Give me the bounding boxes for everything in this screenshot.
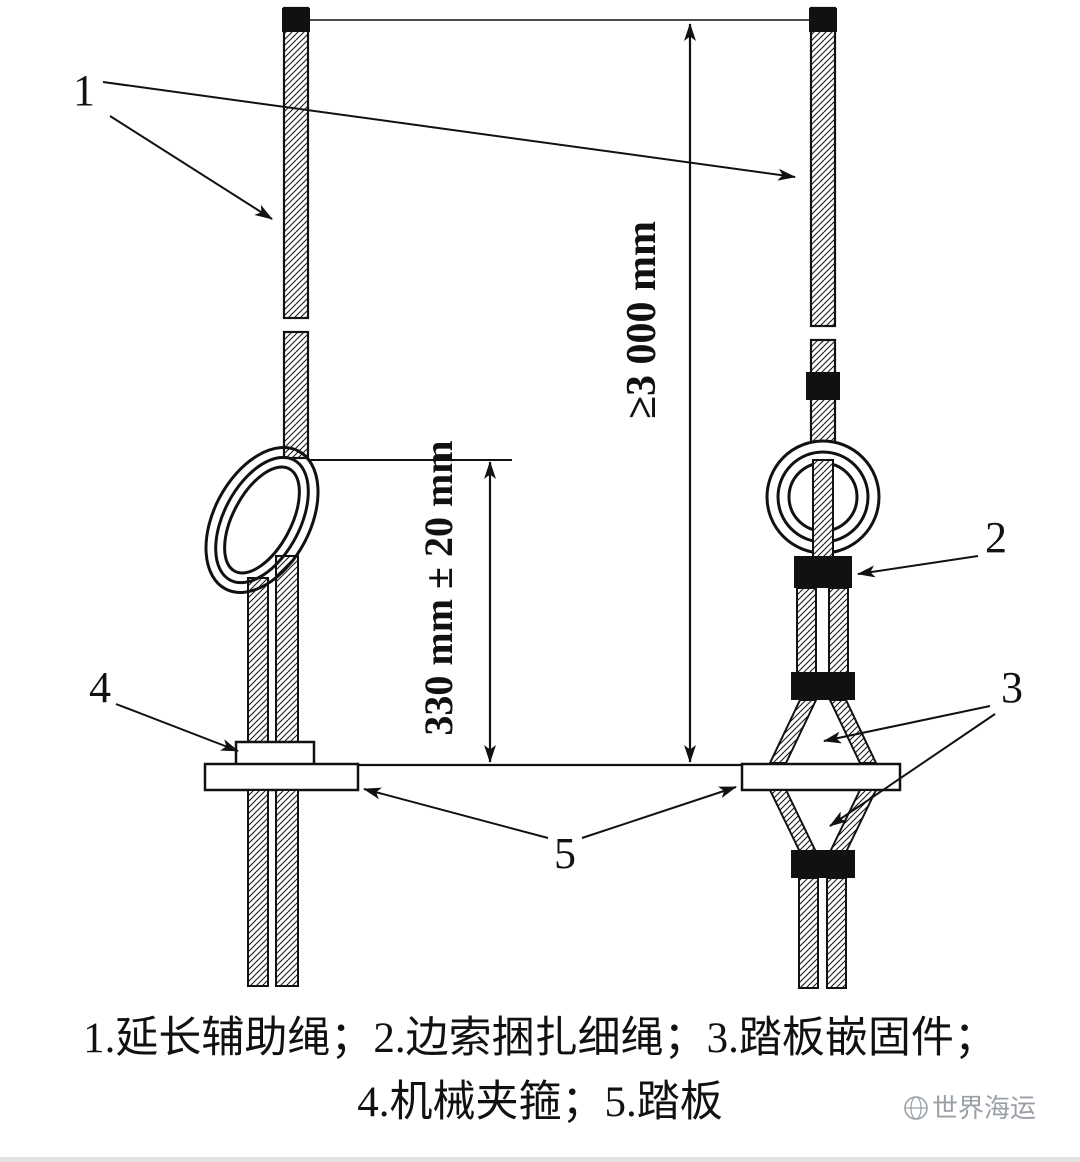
step-wedge-upper [768,699,878,764]
dimension-step-spacing: 330 mm ± 20 mm [310,440,512,763]
mechanical-clamp [234,740,316,767]
leader-1-right [102,81,796,181]
leader-5-right [581,786,737,839]
side-rope-seizing-band [794,556,852,588]
caption-line-2: 4.机械夹箍；5.踏板 [357,1079,723,1126]
right-rope-eye-loop [765,439,881,559]
leader-lines [102,81,996,839]
step-board-left [203,762,360,792]
watermark: 世界海运 [904,1093,1036,1123]
right-rope-top-cap [809,8,837,32]
caption-line-1: 1.延长辅助绳；2.边索捆扎细绳；3.踏板嵌固件； [83,1015,997,1062]
right-rope-seizing-lower [791,850,855,878]
left-rope-top-cap [282,8,310,32]
left-rope-middle-segment [282,330,310,460]
bottom-divider [0,1157,1080,1162]
callout-4: 4 [89,663,111,712]
leader-3-lower [829,713,996,827]
globe-icon [904,1096,928,1120]
left-rope-strand-b [275,555,299,765]
leader-1-left [109,115,273,220]
dimension-label-overall-height: ≥3 000 mm [619,221,665,419]
dimension-overall-height: ≥3 000 mm [619,23,696,763]
leader-5-left [363,787,549,839]
right-rope-lower-strand-b [826,877,847,989]
left-rope-strand-a [247,577,269,765]
right-rope-seizing-upper [806,372,840,400]
watermark-text: 世界海运 [932,1093,1036,1123]
left-rope-upper-segment [282,6,310,320]
leader-4 [115,703,239,752]
right-rope-seizing-middle [791,672,855,700]
left-rope-eye-loop [204,446,320,594]
dimension-label-step-spacing: 330 mm ± 20 mm [416,440,461,735]
right-rope-upper-segment [809,6,837,328]
right-rope-strand-b [828,587,849,675]
left-rope-lower-strand-b [275,789,299,987]
right-side-rope [740,6,902,989]
leader-2 [857,555,979,578]
callout-3: 3 [1001,663,1023,712]
left-rope-lower-strand-a [247,789,269,987]
callout-2: 2 [985,513,1007,562]
right-rope-lower-strand-a [798,877,819,989]
callout-1: 1 [73,66,95,115]
right-rope-strand-a [796,587,817,675]
left-side-rope [203,6,360,987]
step-board-right [740,762,902,792]
leader-3-upper [823,705,991,744]
callout-5: 5 [554,829,576,878]
